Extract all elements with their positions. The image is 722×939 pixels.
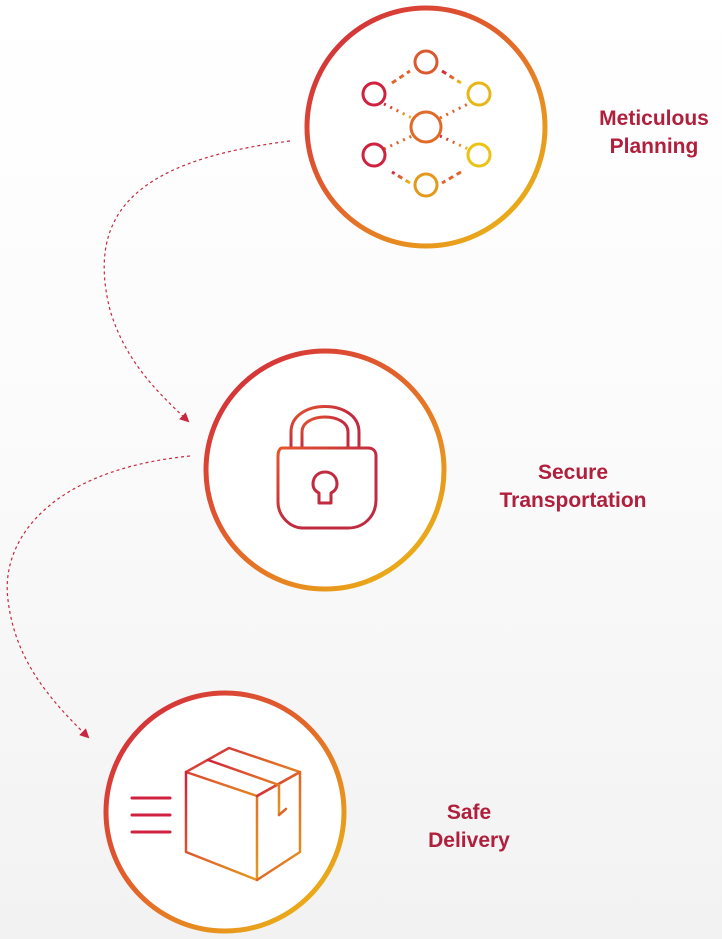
step-title-line1: Secure [537, 461, 609, 484]
step-title-line2: Delivery [428, 829, 510, 852]
step-ring-2 [203, 348, 447, 592]
step-ring-1 [304, 5, 548, 249]
step-label-1: Meticulous Planning [599, 105, 709, 161]
step-title-line1: Meticulous [599, 107, 709, 130]
connector-arrow-1 [103, 140, 291, 423]
network-hexagon-icon [361, 49, 492, 198]
step-title-line2: Planning [609, 135, 699, 158]
step-label-3: Safe Delivery [428, 799, 510, 855]
step-title-line1: Safe [446, 801, 492, 824]
step-label-2: Secure Transportation [499, 459, 646, 515]
connector-arrow-2 [6, 455, 191, 739]
padlock-icon [276, 405, 378, 530]
package-box-icon [130, 746, 302, 882]
step-title-line2: Transportation [499, 489, 647, 512]
step-ring-3 [103, 690, 347, 934]
